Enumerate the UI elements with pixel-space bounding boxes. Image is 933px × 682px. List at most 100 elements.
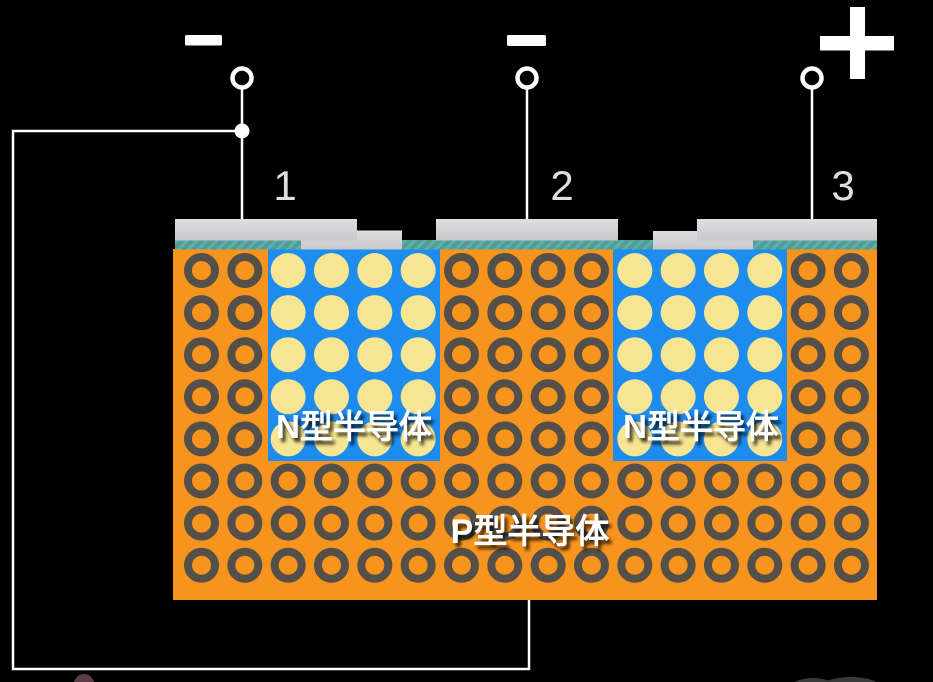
hole-marker	[184, 547, 219, 583]
hole-marker	[530, 421, 566, 457]
hole-marker	[227, 505, 263, 541]
contact-3-electrode	[697, 219, 877, 241]
minus-icon	[185, 35, 222, 46]
watermark-fragments	[74, 674, 877, 682]
hole-marker	[573, 253, 609, 288]
hole-marker	[747, 463, 783, 499]
electron-marker	[660, 421, 696, 457]
hole-marker	[487, 421, 523, 457]
hole-marker	[833, 295, 869, 331]
hole-marker	[487, 253, 523, 288]
hole-marker	[833, 253, 869, 288]
electron-marker	[703, 253, 739, 288]
hole-marker	[400, 463, 436, 499]
n-region-1-label: N型半导体	[276, 408, 432, 445]
hole-marker	[184, 337, 219, 373]
hole-marker	[833, 505, 869, 541]
hole-marker	[487, 463, 523, 499]
electron-marker	[357, 337, 393, 373]
hole-markers-layer	[184, 253, 869, 583]
hole-marker	[270, 463, 306, 499]
hole-marker	[357, 505, 393, 541]
electron-marker	[357, 253, 393, 288]
hole-marker	[530, 463, 566, 499]
terminal-2-node	[515, 66, 539, 90]
electron-markers-layer	[270, 253, 783, 457]
electron-marker	[270, 421, 306, 457]
plus-icon	[820, 7, 894, 79]
electron-marker	[357, 379, 393, 415]
metal-contacts	[175, 219, 877, 250]
hole-marker	[443, 295, 479, 331]
hole-marker	[227, 421, 263, 457]
terminal-1	[185, 35, 254, 90]
electron-marker	[400, 295, 436, 331]
hole-marker	[443, 547, 479, 583]
hole-marker	[487, 337, 523, 373]
hole-marker	[443, 253, 479, 288]
hole-marker	[357, 463, 393, 499]
hole-marker	[573, 463, 609, 499]
hole-marker	[530, 379, 566, 415]
hole-marker	[530, 505, 566, 541]
hole-marker	[184, 421, 219, 457]
electron-marker	[660, 295, 696, 331]
wire-junction-dot	[234, 123, 250, 139]
electron-marker	[747, 379, 783, 415]
hole-marker	[487, 379, 523, 415]
hole-marker	[227, 547, 263, 583]
hole-marker	[530, 253, 566, 288]
hole-marker	[227, 337, 263, 373]
electron-marker	[270, 253, 306, 288]
p-region-label: P型半导体	[451, 513, 610, 551]
terminal-1-node	[230, 66, 254, 90]
hole-marker	[573, 295, 609, 331]
electron-marker	[357, 421, 393, 457]
hole-marker	[573, 547, 609, 583]
hole-marker	[617, 463, 653, 499]
hole-marker	[660, 505, 696, 541]
hole-marker	[400, 505, 436, 541]
hole-marker	[313, 505, 349, 541]
electron-marker	[747, 253, 783, 288]
hole-marker	[790, 463, 826, 499]
hole-marker	[833, 379, 869, 415]
contact-2-number: 2	[550, 162, 573, 209]
electron-marker	[747, 337, 783, 373]
hole-marker	[747, 547, 783, 583]
electron-marker	[747, 421, 783, 457]
hole-marker	[573, 337, 609, 373]
hole-marker	[270, 505, 306, 541]
electron-marker	[703, 421, 739, 457]
hole-marker	[443, 505, 479, 541]
hole-marker	[790, 337, 826, 373]
circuit-wires	[11, 88, 814, 671]
hole-marker	[703, 463, 739, 499]
hole-marker	[790, 253, 826, 288]
hole-marker	[184, 253, 219, 288]
oxide-layer	[175, 240, 877, 250]
hole-marker	[227, 295, 263, 331]
electron-marker	[270, 295, 306, 331]
electron-marker	[703, 337, 739, 373]
minus-icon	[507, 35, 546, 46]
hole-marker	[573, 505, 609, 541]
electron-marker	[313, 295, 349, 331]
hole-marker	[184, 295, 219, 331]
n-region-2-label: N型半导体	[623, 408, 779, 445]
hole-marker	[184, 379, 219, 415]
hole-marker	[487, 505, 523, 541]
terminal-3-node	[800, 66, 824, 90]
hole-marker	[184, 505, 219, 541]
electron-marker	[660, 379, 696, 415]
hole-marker	[790, 505, 826, 541]
electron-marker	[660, 337, 696, 373]
electron-marker	[703, 295, 739, 331]
terminal-2	[507, 35, 546, 90]
hole-marker	[530, 337, 566, 373]
hole-marker	[573, 379, 609, 415]
hole-marker	[833, 547, 869, 583]
substrate-loop-wire	[11, 129, 531, 671]
